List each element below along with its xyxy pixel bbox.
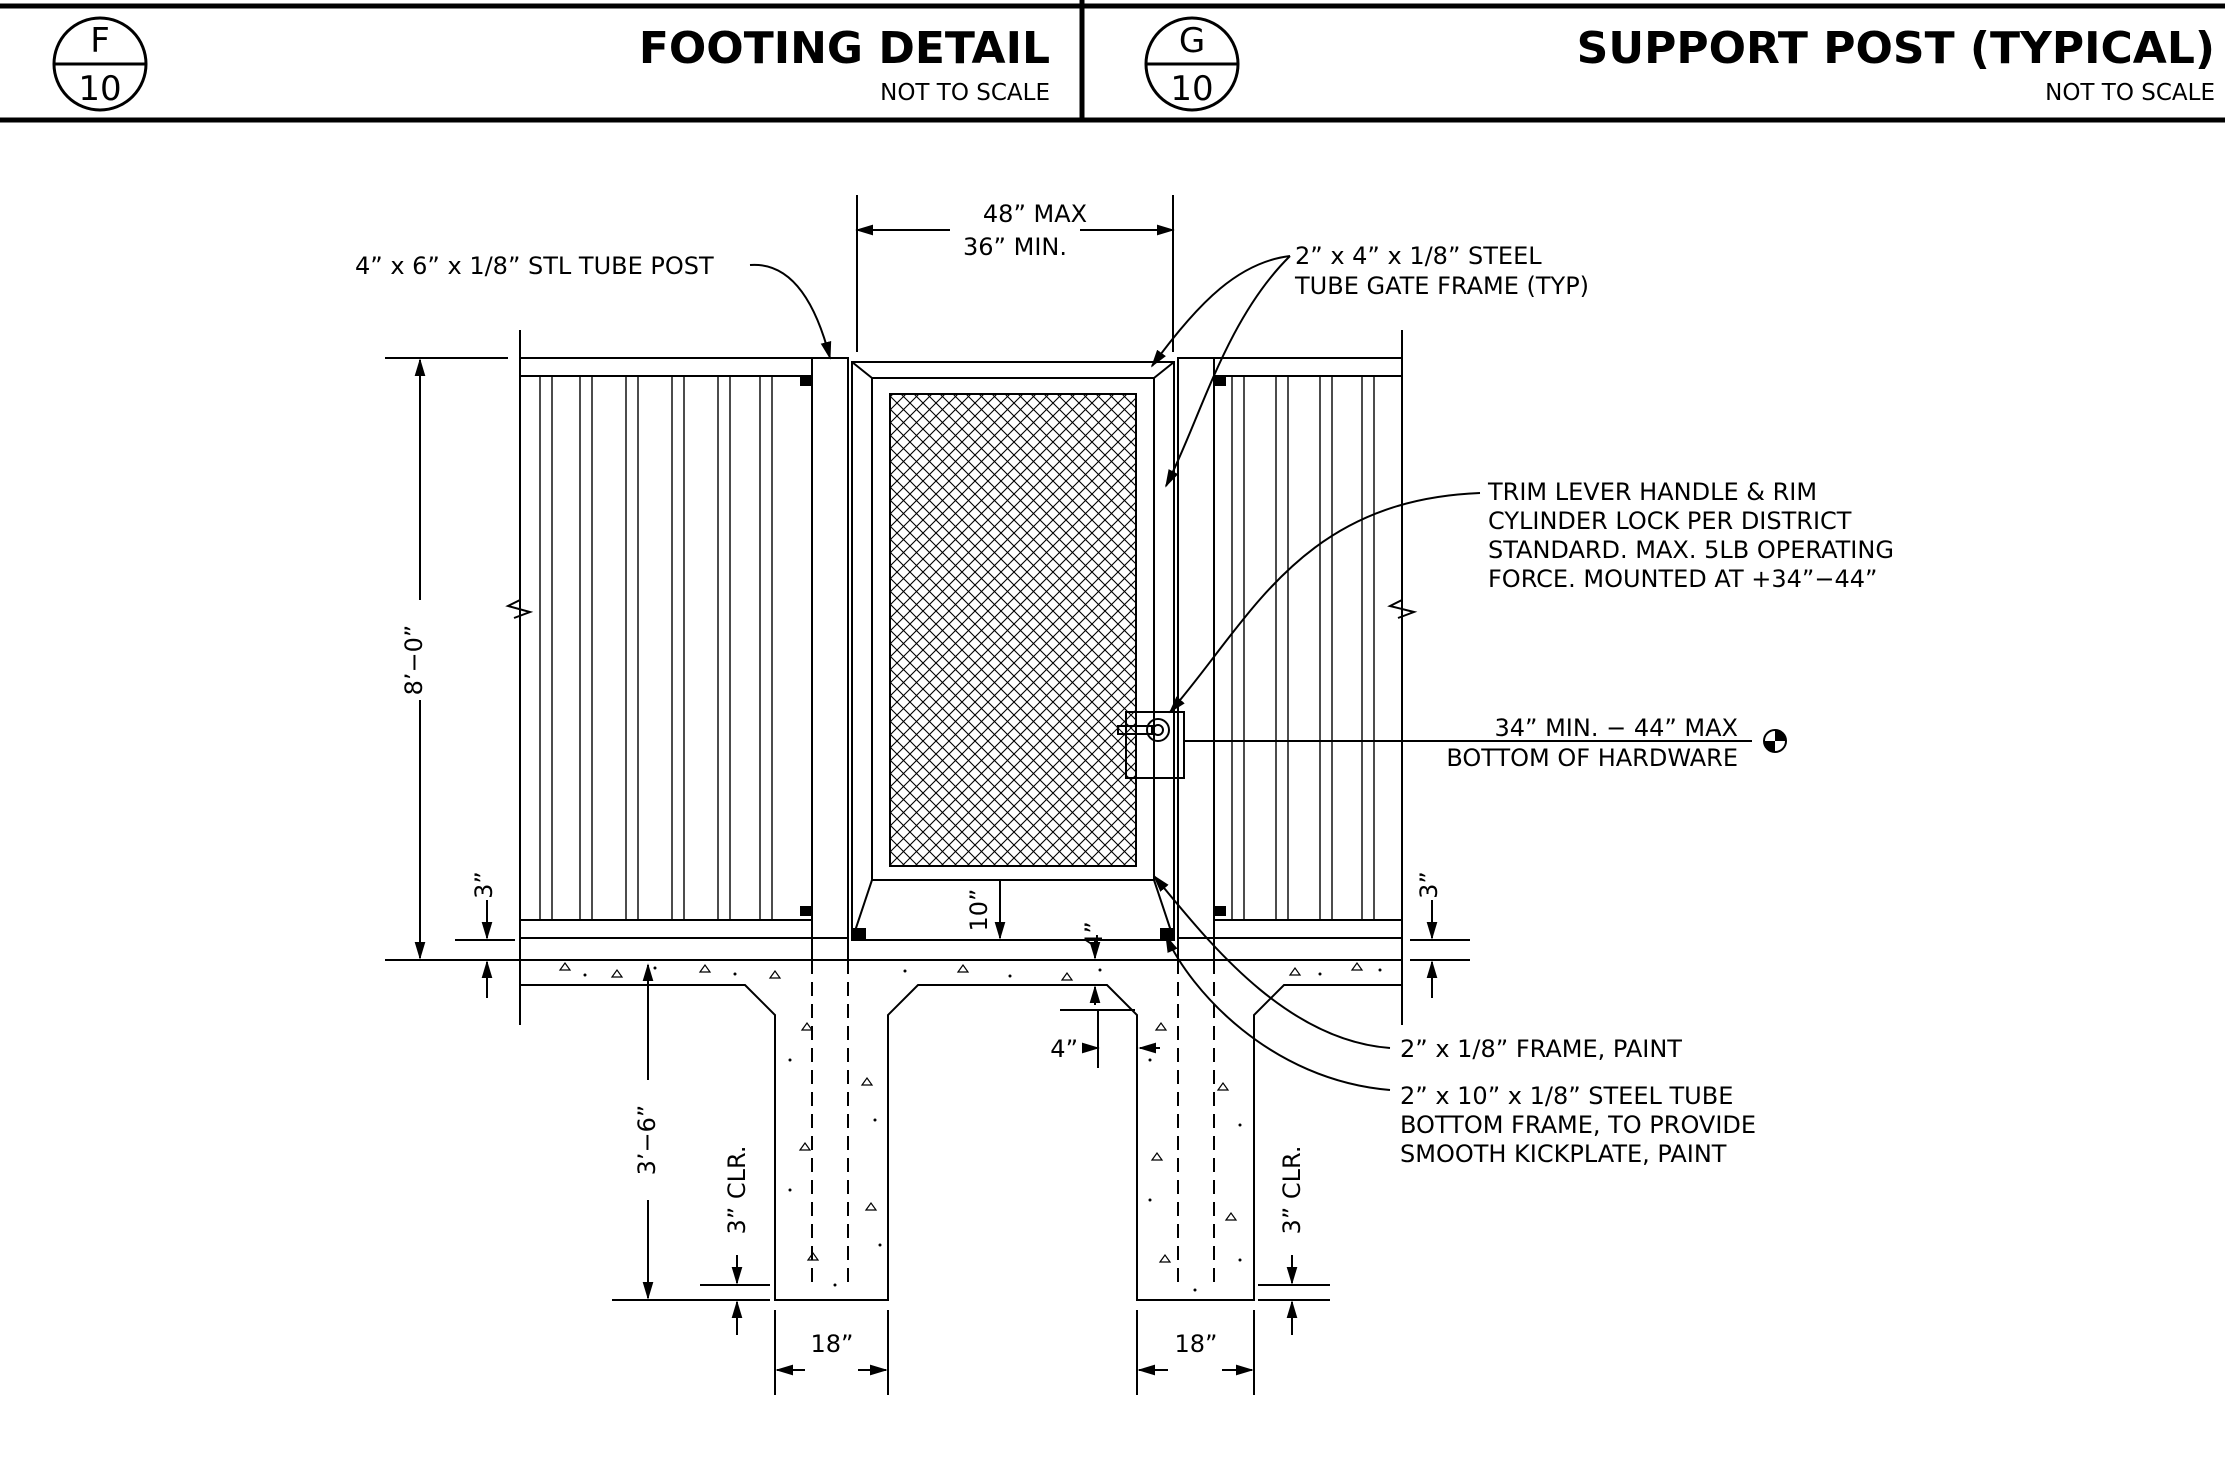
bubble-sheet: 10 (1170, 69, 1213, 109)
dimension-lines (385, 195, 1470, 1395)
note-hardware-height-line2: BOTTOM OF HARDWARE (1446, 744, 1738, 772)
note-hardware-line4: FORCE. MOUNTED AT +34”−44” (1488, 565, 1877, 593)
left-fence-panel (505, 330, 812, 1025)
dim-footing-step: 4” (1050, 1035, 1078, 1063)
dim-gate-clearance: 10” (965, 889, 993, 932)
note-hardware-height-line1: 34” MIN. − 44” MAX (1494, 714, 1738, 742)
bubble-letter: F (90, 21, 110, 61)
dim-slab-thickness: 4” (1080, 921, 1108, 949)
gate-frame (851, 361, 1175, 941)
note-bottom-frame-line1: 2” x 10” x 1/8” STEEL TUBE (1400, 1082, 1733, 1110)
right-support-post (1177, 357, 1226, 960)
dim-right-footing-width: 18” (1175, 1330, 1218, 1358)
note-hardware-line3: STANDARD. MAX. 5LB OPERATING (1488, 536, 1894, 564)
note-gate-frame-line2: TUBE GATE FRAME (TYP) (1294, 272, 1589, 300)
note-gate-frame-line1: 2” x 4” x 1/8” STEEL (1295, 242, 1542, 270)
note-hardware-line1: TRIM LEVER HANDLE & RIM (1487, 478, 1817, 506)
gate-mesh-panel (889, 393, 1137, 867)
bubble-letter: G (1179, 21, 1205, 61)
leader-lines (749, 255, 1752, 1091)
subtitle-not-to-scale: NOT TO SCALE (2045, 80, 2215, 106)
centerline-symbol (1763, 729, 1787, 753)
title-footing-detail: FOOTING DETAIL (639, 23, 1050, 74)
title-block: F 10 FOOTING DETAIL NOT TO SCALE G 10 SU… (0, 0, 2225, 123)
detail-bubble-g: G 10 (1144, 16, 1240, 112)
dim-left-clear: 3” CLR. (723, 1146, 751, 1235)
dim-left-footing-width: 18” (811, 1330, 854, 1358)
note-frame: 2” x 1/8” FRAME, PAINT (1400, 1035, 1682, 1063)
right-fence-panel (1214, 330, 1418, 1025)
subtitle-not-to-scale: NOT TO SCALE (880, 80, 1050, 106)
concrete-slab-and-footings (520, 961, 1402, 1301)
dim-height: 8’−0” (400, 625, 428, 696)
note-post: 4” x 6” x 1/8” STL TUBE POST (355, 252, 714, 280)
dim-left-gap: 3” (470, 871, 498, 899)
detail-bubble-f: F 10 (52, 16, 148, 112)
dim-width-max: 48” MAX (983, 200, 1087, 228)
embedded-posts-dashed (811, 960, 1215, 1285)
note-bottom-frame-line2: BOTTOM FRAME, TO PROVIDE (1400, 1111, 1756, 1139)
dim-right-clear: 3” CLR. (1278, 1146, 1306, 1235)
note-hardware-line2: CYLINDER LOCK PER DISTRICT (1488, 507, 1852, 535)
left-support-post (800, 357, 849, 960)
bubble-sheet: 10 (78, 69, 121, 109)
dim-width-min: 36” MIN. (963, 233, 1067, 261)
dim-footing-depth: 3’−6” (633, 1105, 661, 1176)
dim-right-gap: 3” (1415, 871, 1443, 899)
lock-hardware (1117, 711, 1185, 779)
title-support-post: SUPPORT POST (TYPICAL) (1577, 23, 2215, 74)
note-bottom-frame-line3: SMOOTH KICKPLATE, PAINT (1400, 1140, 1727, 1168)
